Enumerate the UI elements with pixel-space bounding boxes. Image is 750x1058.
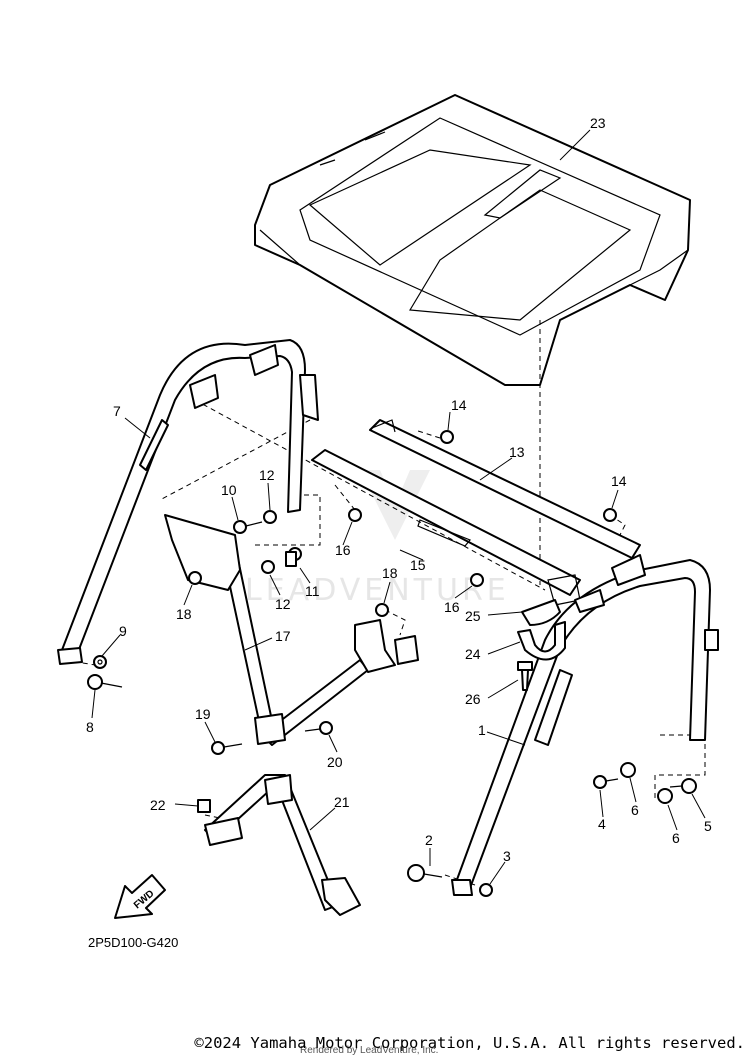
callout-10: 10	[221, 482, 237, 498]
bolt-part-5[interactable]	[669, 778, 697, 794]
callout-24: 24	[465, 646, 481, 662]
callout-2: 2	[425, 832, 433, 848]
callout-1: 1	[478, 722, 486, 738]
callout-16a: 16	[335, 542, 351, 558]
fasteners	[87, 430, 697, 897]
clamp-part-25[interactable]	[521, 599, 561, 626]
bolt-part-22[interactable]	[197, 799, 211, 813]
callout-14a: 14	[451, 397, 467, 413]
callout-4: 4	[598, 816, 606, 832]
collar-part-6b[interactable]	[657, 788, 673, 804]
screw-part-26[interactable]	[517, 661, 533, 691]
callout-16b: 16	[444, 599, 460, 615]
copyright-notice: ©2024 Yamaha Motor Corporation, U.S.A. A…	[194, 1034, 745, 1052]
bushing-part-11[interactable]	[285, 547, 302, 567]
callout-7: 7	[113, 403, 121, 419]
bolt-part-4[interactable]	[593, 775, 619, 789]
fwd-arrow-icon: FWD	[114, 874, 166, 919]
leader-lines	[91, 129, 706, 885]
callout-18b: 18	[382, 565, 398, 581]
callout-13: 13	[509, 444, 525, 460]
frame-part-17[interactable]	[164, 514, 419, 746]
diagram-code: 2P5D100-G420	[88, 935, 179, 950]
bolt-part-18b[interactable]	[375, 603, 389, 617]
callout-8: 8	[86, 719, 94, 735]
roof-part-23[interactable]	[254, 94, 691, 386]
bracket-part-21[interactable]	[204, 774, 361, 916]
collar-part-6a[interactable]	[620, 762, 636, 778]
clamp-part-24[interactable]	[517, 621, 566, 661]
washer-part-9[interactable]	[93, 655, 107, 669]
bolt-part-20[interactable]	[304, 721, 333, 735]
collar-part-12b[interactable]	[261, 560, 275, 574]
bolt-part-8[interactable]	[87, 674, 123, 690]
right-upright-part-1[interactable]	[451, 554, 719, 896]
bolt-part-16a[interactable]	[348, 508, 362, 522]
callout-5: 5	[704, 818, 712, 834]
callout-25: 25	[465, 608, 481, 624]
callout-3: 3	[503, 848, 511, 864]
callout-12a: 12	[259, 467, 275, 483]
washer-part-3[interactable]	[479, 883, 493, 897]
bolt-part-2[interactable]	[407, 864, 443, 882]
callout-17: 17	[275, 628, 291, 644]
callout-19: 19	[195, 706, 211, 722]
callout-15: 15	[410, 557, 426, 573]
alignment-lines	[64, 320, 706, 886]
callout-6b: 6	[672, 830, 680, 846]
callout-14b: 14	[611, 473, 627, 489]
callout-23: 23	[590, 115, 606, 131]
bolt-part-19[interactable]	[211, 741, 243, 755]
callout-22: 22	[150, 797, 166, 813]
callout-21: 21	[334, 794, 350, 810]
bolt-part-18a[interactable]	[188, 571, 202, 585]
bolt-part-16b[interactable]	[470, 573, 484, 587]
crossbar-part-13[interactable]	[369, 419, 641, 559]
collar-part-12a[interactable]	[263, 510, 277, 524]
callout-9: 9	[119, 623, 127, 639]
callout-11: 11	[305, 583, 320, 599]
left-upright-part-7[interactable]	[57, 339, 319, 665]
watermark-text: LEADVENTURE	[245, 573, 510, 608]
callout-18a: 18	[176, 606, 192, 622]
bolt-part-10[interactable]	[233, 520, 263, 534]
callouts: 23 7 9 8 10 12 11 12 13 14 14 15 16 16 1…	[86, 115, 712, 864]
rendered-by: Rendered by LeadVenture, Inc.	[300, 1045, 439, 1056]
bolt-part-14a[interactable]	[440, 430, 454, 444]
callout-12b: 12	[275, 596, 291, 612]
callout-6a: 6	[631, 802, 639, 818]
callout-20: 20	[327, 754, 343, 770]
bolt-part-14b[interactable]	[603, 508, 617, 522]
callout-26: 26	[465, 691, 481, 707]
